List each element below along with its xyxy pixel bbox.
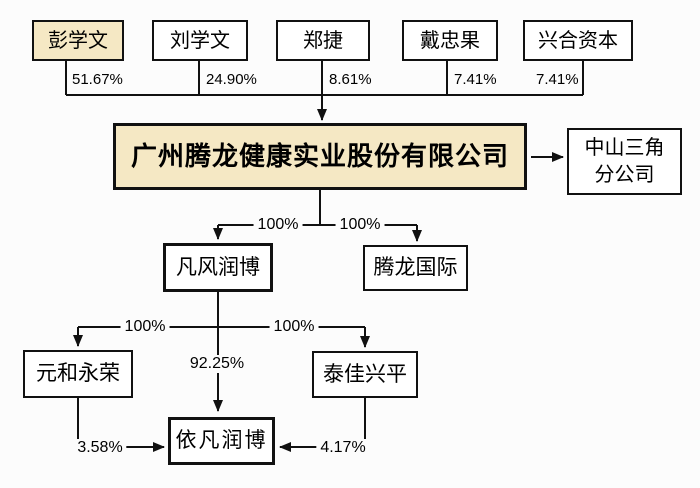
node-shareholder-pengxuewen: 彭学文 bbox=[32, 20, 124, 61]
node-shareholder-zhengjie: 郑捷 bbox=[276, 20, 370, 61]
branch-office-name: 中山三角 分公司 bbox=[584, 136, 665, 186]
node-shareholder-daizhongguo: 戴忠果 bbox=[402, 20, 498, 61]
node-taijia-xingping: 泰佳兴平 bbox=[312, 351, 418, 398]
percent-label-yuanhe-to-yifan: 3.58% bbox=[73, 439, 127, 457]
node-parent-company: 广州腾龙健康实业股份有限公司 bbox=[113, 123, 527, 190]
percent-label-yuanhe: 100% bbox=[120, 318, 170, 336]
percent-label-zhengjie: 8.61% bbox=[329, 71, 372, 88]
percent-label-daizhongguo: 7.41% bbox=[454, 71, 497, 88]
percent-label-fanfeng-to-yifan: 92.25% bbox=[185, 355, 249, 373]
percent-label-tenglong-intl: 100% bbox=[335, 216, 385, 234]
percent-label-liuxuewen: 24.90% bbox=[206, 71, 257, 88]
node-fanfeng-runbo: 凡风润博 bbox=[163, 243, 273, 292]
percent-label-taijia-to-yifan: 4.17% bbox=[316, 439, 370, 457]
percent-label-taijia: 100% bbox=[269, 318, 319, 336]
node-yuanhe-yongrong: 元和永荣 bbox=[23, 350, 133, 398]
node-shareholder-liuxuewen: 刘学文 bbox=[152, 20, 248, 61]
percent-label-fanfeng: 100% bbox=[253, 216, 303, 234]
percent-label-xinghe-capital: 7.41% bbox=[536, 71, 579, 88]
node-yifan-runbo: 依凡润博 bbox=[168, 417, 275, 465]
node-tenglong-international: 腾龙国际 bbox=[363, 245, 468, 291]
percent-label-pengxuewen: 51.67% bbox=[72, 71, 123, 88]
node-shareholder-xinghe-capital: 兴合资本 bbox=[523, 20, 633, 61]
node-branch-office: 中山三角 分公司 bbox=[567, 128, 682, 195]
